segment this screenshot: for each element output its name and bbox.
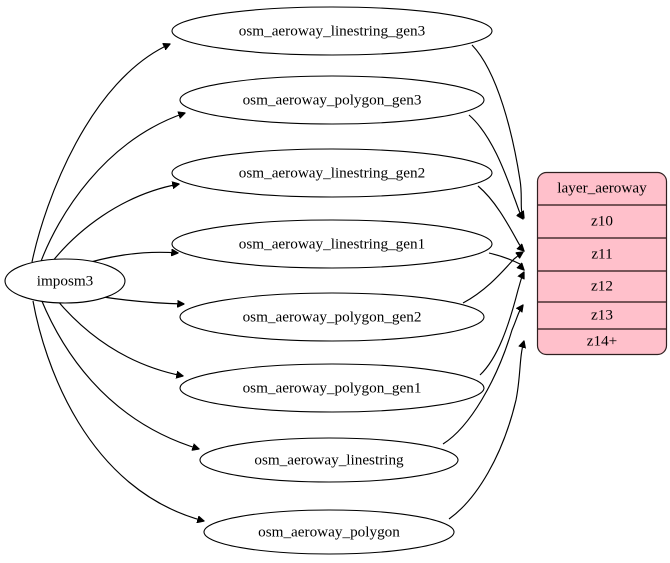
node-shape[interactable] [199,437,459,483]
node-imposm3-label: imposm3 [37,272,94,289]
layer-aeroway-row-z13[interactable]: z13 [591,306,613,323]
edge-polygon-gen1-to-z12 [479,272,524,376]
node-label: osm_aeroway_polygon_gen1 [243,379,422,396]
edge-linestring-gen2-to-z11 [477,185,524,251]
layer-aeroway-header-label: layer_aeroway [557,179,647,196]
node-osm_aeroway_linestring_gen3[interactable]: osm_aeroway_linestring_gen3 [171,6,493,56]
node-osm_aeroway_linestring_gen1[interactable]: osm_aeroway_linestring_gen1 [171,219,493,269]
edge-imposm3-to-linestring-gen3 [31,44,170,263]
edge-polygon-gen3-to-z10 [468,114,523,219]
node-layer-aeroway[interactable]: layer_aeroway z10 z11 z12 z13 z14+ [536,171,668,356]
layer-aeroway-body[interactable] [536,171,668,356]
node-osm_aeroway_linestring[interactable]: osm_aeroway_linestring [199,437,459,483]
node-shape[interactable] [171,148,493,198]
edge-imposm3-to-linestring [40,298,199,449]
node-osm_aeroway_linestring_gen2[interactable]: osm_aeroway_linestring_gen2 [171,148,493,198]
layer-aeroway-row-z12[interactable]: z12 [591,277,613,294]
edge-imposm3-to-polygon-gen1 [55,298,183,376]
edge-linestring-gen3-to-z10 [471,44,524,218]
node-osm_aeroway_polygon_gen3[interactable]: osm_aeroway_polygon_gen3 [179,75,485,125]
node-label: osm_aeroway_linestring [254,451,404,468]
layer-aeroway-row-z14plus[interactable]: z14+ [587,332,618,349]
edge-imposm3-to-polygon [32,300,204,521]
node-shape[interactable] [179,292,485,342]
node-shape[interactable] [179,363,485,413]
node-imposm3-shape[interactable] [4,258,126,304]
node-label: osm_aeroway_polygon_gen2 [243,308,422,325]
node-label: osm_aeroway_linestring_gen3 [239,22,425,39]
layer-aeroway-row-z11[interactable]: z11 [591,245,612,262]
node-shape[interactable] [171,6,493,56]
node-label: osm_aeroway_polygon [258,523,400,540]
edge-linestring-to-z13 [442,305,523,445]
node-shape[interactable] [203,509,455,555]
node-osm_aeroway_polygon[interactable]: osm_aeroway_polygon [203,509,455,555]
edge-polygon-to-z14 [448,341,524,520]
node-shape[interactable] [179,75,485,125]
node-shape[interactable] [171,219,493,269]
node-label: osm_aeroway_linestring_gen2 [239,164,425,181]
node-label: osm_aeroway_linestring_gen1 [239,235,425,252]
edges-layer [31,44,524,521]
node-imposm3[interactable]: imposm3 [4,258,126,304]
node-osm_aeroway_polygon_gen1[interactable]: osm_aeroway_polygon_gen1 [179,363,485,413]
edge-imposm3-to-polygon-gen3 [39,113,185,265]
nodes-layer: imposm3 osm_aeroway_linestring_gen3 osm_… [4,6,668,555]
edge-polygon-gen2-to-z11 [462,252,523,304]
node-osm_aeroway_polygon_gen2[interactable]: osm_aeroway_polygon_gen2 [179,292,485,342]
layer-aeroway-row-z10[interactable]: z10 [591,212,613,229]
edge-linestring-gen1-to-z12 [488,252,524,270]
edge-imposm3-to-linestring-gen2 [51,184,179,263]
node-label: osm_aeroway_polygon_gen3 [243,91,422,108]
